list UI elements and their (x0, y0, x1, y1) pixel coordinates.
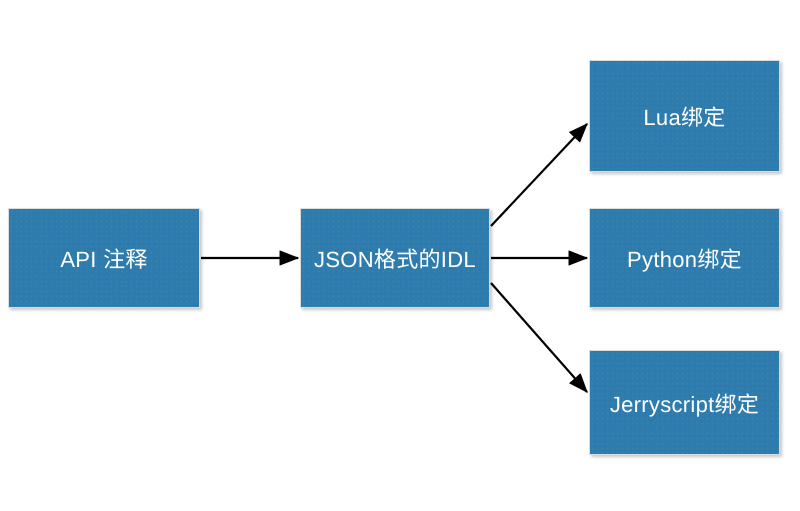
node-lua-binding-label: Lua绑定 (643, 105, 726, 130)
node-python-binding-label: Python绑定 (627, 247, 742, 272)
node-api-annotation[interactable]: API 注释 (8, 208, 200, 308)
connector-idl-to-jerry (490, 282, 588, 393)
node-jerryscript-binding-label: Jerryscript绑定 (609, 391, 760, 417)
node-lua-binding[interactable]: Lua绑定 (589, 60, 780, 172)
node-api-annotation-label: API 注释 (60, 247, 148, 272)
node-python-binding[interactable]: Python绑定 (589, 208, 780, 308)
node-json-idl-label: JSON格式的IDL (314, 247, 476, 272)
node-jerryscript-binding[interactable]: Jerryscript绑定 (589, 350, 780, 455)
node-json-idl[interactable]: JSON格式的IDL (300, 208, 490, 308)
connector-idl-to-lua (490, 123, 588, 227)
